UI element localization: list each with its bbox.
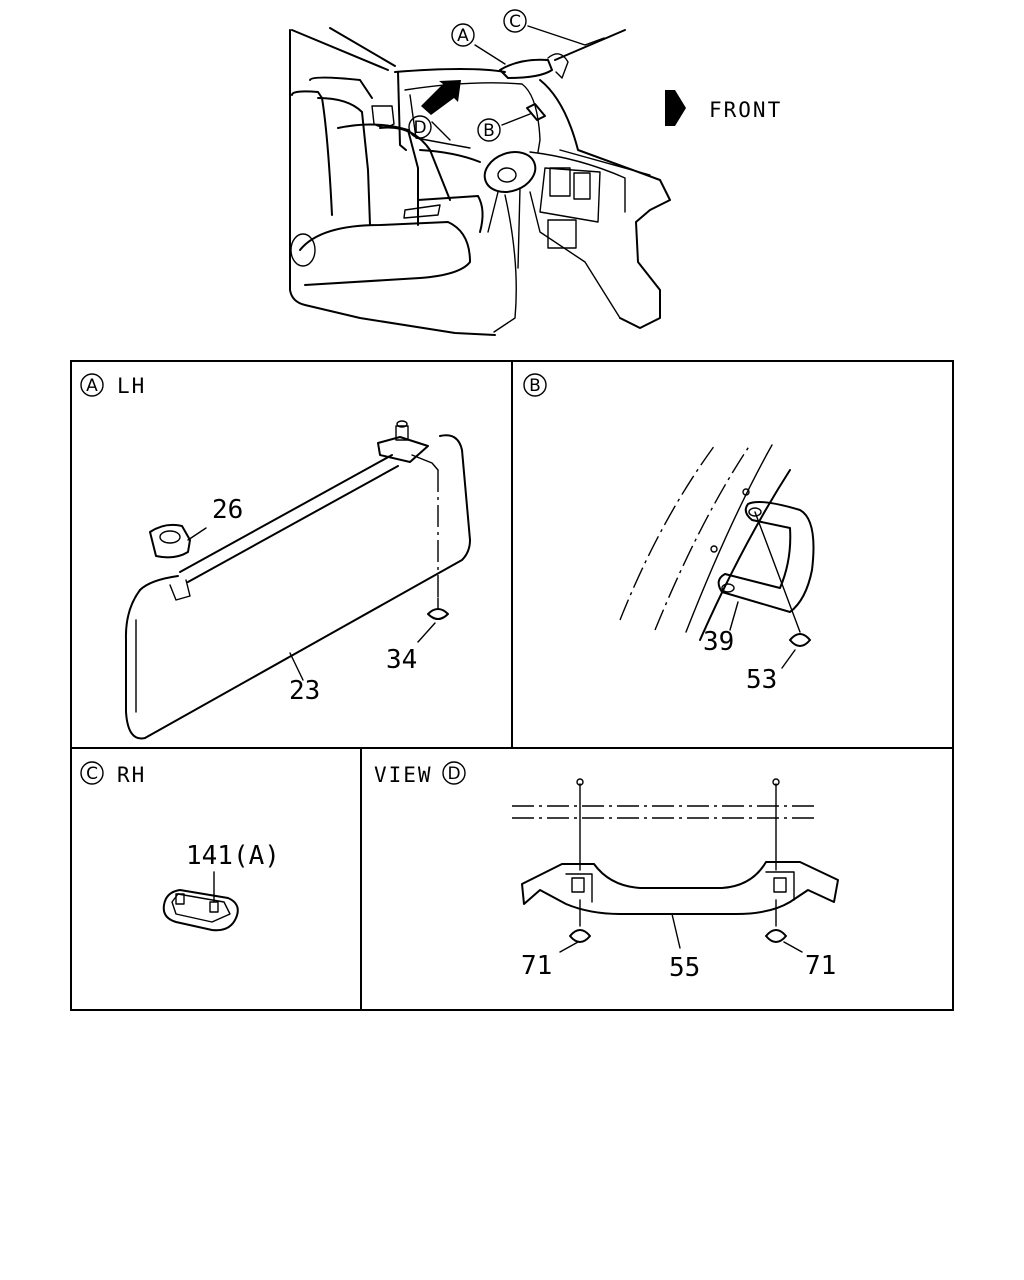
panel-c-heading: C RH (80, 761, 146, 787)
svg-text:B: B (529, 376, 541, 396)
panel-d-view-d: VIEW D 71 55 71 (374, 761, 839, 983)
part-label-71-right: 71 (805, 951, 836, 981)
up-arrow-icon (421, 80, 461, 115)
panel-a-heading: A LH (80, 373, 146, 398)
svg-text:C: C (509, 12, 521, 32)
cab-interior-overview: A C B D FRONT (289, 9, 782, 336)
panel-a-sunvisor-lh: A LH 26 34 23 (80, 373, 471, 740)
part-label-34: 34 (386, 645, 417, 675)
svg-text:D: D (447, 764, 460, 784)
svg-text:D: D (413, 118, 426, 138)
svg-text:RH: RH (117, 763, 146, 787)
svg-text:VIEW: VIEW (374, 763, 433, 787)
part-label-71-left: 71 (521, 951, 552, 981)
part-label-141a: 141(A) (186, 841, 280, 871)
svg-text:A: A (86, 376, 98, 396)
svg-text:C: C (86, 764, 98, 784)
callout-c: C (503, 9, 527, 33)
callout-b: B (477, 118, 501, 142)
part-label-26: 26 (212, 495, 243, 525)
svg-text:LH: LH (117, 374, 146, 398)
front-label: FRONT (709, 98, 782, 122)
panel-b-heading: B (523, 373, 547, 397)
svg-text:A: A (457, 26, 469, 46)
callout-a: A (451, 23, 475, 47)
part-label-55: 55 (669, 953, 700, 983)
part-label-23: 23 (289, 676, 320, 706)
svg-text:B: B (483, 121, 495, 141)
front-arrow-icon (665, 90, 686, 126)
panel-d-heading: VIEW D (374, 761, 466, 787)
panel-b-assist-grip: B 39 53 (523, 373, 815, 695)
part-label-39: 39 (703, 627, 734, 657)
part-label-53: 53 (746, 665, 777, 695)
callout-d: D (408, 115, 432, 139)
panel-c-rh: C RH 141(A) (80, 761, 280, 932)
detail-panels-frame (70, 360, 954, 1011)
